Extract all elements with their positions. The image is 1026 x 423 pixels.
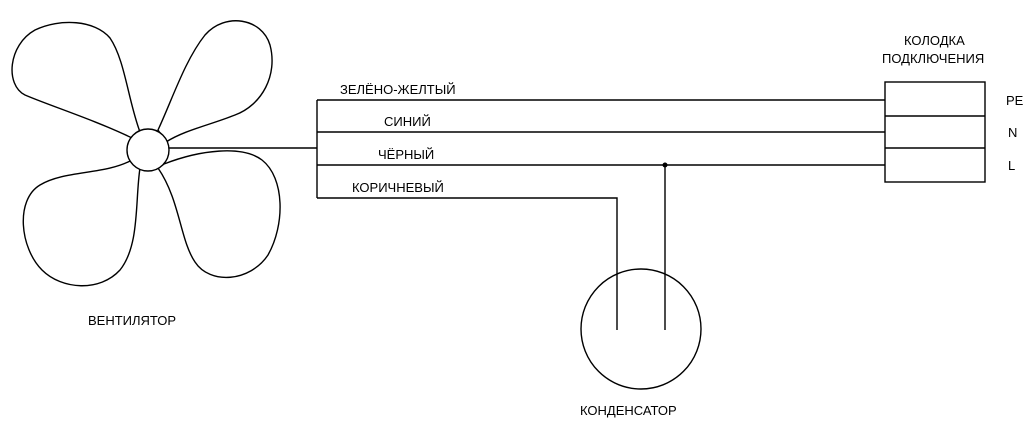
wire-label-blue: СИНИЙ xyxy=(384,114,431,129)
wire-label-green-yellow: ЗЕЛЁНО-ЖЕЛТЫЙ xyxy=(340,82,456,97)
terminal-block-title-line1: КОЛОДКА xyxy=(904,33,965,48)
terminal-label-n: N xyxy=(1008,125,1017,140)
fan-blade-upper-left xyxy=(11,21,141,139)
wire-brown xyxy=(317,197,618,330)
fan-blade-upper-right xyxy=(157,20,273,143)
capacitor-label: КОНДЕНСАТОР xyxy=(580,403,677,418)
terminal-label-l: L xyxy=(1008,158,1015,173)
junction-dot xyxy=(662,162,668,168)
terminal-label-pe: PE xyxy=(1006,93,1024,108)
terminal-block-title-line2: ПОДКЛЮЧЕНИЯ xyxy=(882,51,984,66)
fan-icon xyxy=(11,20,281,287)
fan-label: ВЕНТИЛЯТОР xyxy=(88,313,176,328)
wire-label-black: ЧЁРНЫЙ xyxy=(378,147,434,162)
terminal-block-frame xyxy=(884,81,986,183)
fan-hub xyxy=(126,128,170,172)
wire-label-brown: КОРИЧНЕВЫЙ xyxy=(352,180,444,195)
fan-blade-lower-right xyxy=(157,150,281,279)
fan-blade-lower-left xyxy=(22,159,141,287)
capacitor-icon xyxy=(580,268,702,390)
terminal-block xyxy=(884,81,986,183)
